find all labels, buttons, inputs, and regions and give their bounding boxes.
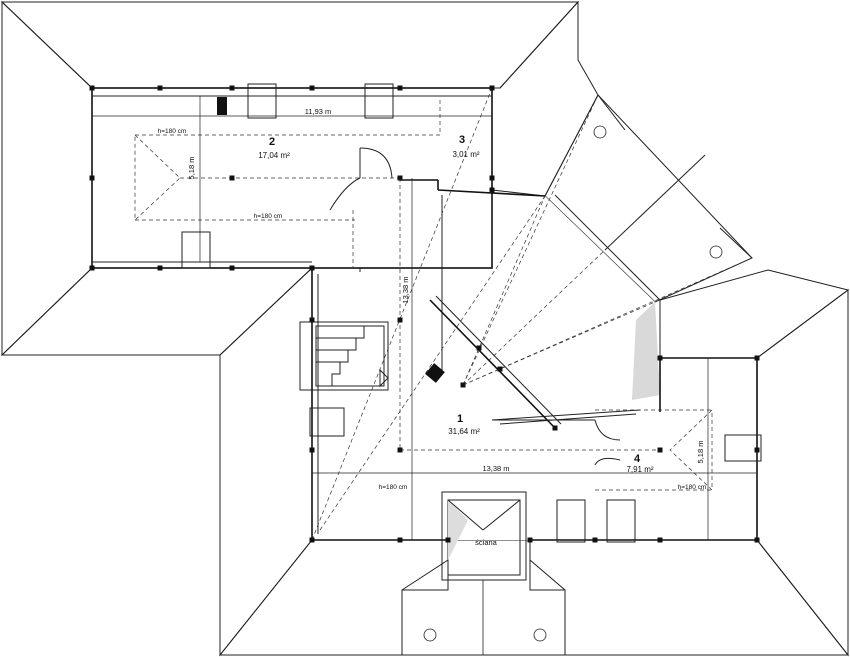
room-1-number: 1 xyxy=(457,413,463,425)
structural-post xyxy=(397,317,403,323)
structural-post xyxy=(309,537,315,543)
skylight-bottom-1 xyxy=(556,499,586,543)
structural-post xyxy=(157,85,163,91)
structural-post xyxy=(229,175,235,181)
structural-post xyxy=(476,345,482,351)
dim-top-length: 11,93 m xyxy=(305,107,332,116)
dim-right-width: 5,18 m xyxy=(696,441,705,464)
door-right xyxy=(594,419,621,466)
posts xyxy=(89,85,760,543)
dimension-lines xyxy=(92,96,757,540)
dormer-wall xyxy=(441,491,527,581)
structural-post xyxy=(89,265,95,271)
structural-post xyxy=(445,537,451,543)
structural-post xyxy=(309,447,315,453)
structural-post xyxy=(397,85,403,91)
dim-bottom-length: 13,38 m xyxy=(482,464,509,473)
structural-post xyxy=(497,366,503,372)
vent-icon-left xyxy=(423,628,437,642)
height-top-2: h=180 cm xyxy=(254,213,283,220)
dimension-labels: 11,93 m 5,18 m 13,38 m 13,38 m 5,18 m h=… xyxy=(158,107,707,547)
room-labels: 1 31,64 m² 2 17,04 m² 3 3,01 m² 4 7,91 m… xyxy=(258,134,654,474)
structural-post xyxy=(754,447,760,453)
structural-post xyxy=(460,382,466,388)
door-top xyxy=(329,147,393,211)
room-2-area: 17,04 m² xyxy=(258,151,290,160)
vent-icon-right xyxy=(533,628,547,642)
structural-post xyxy=(397,447,403,453)
dim-top-width: 5,18 m xyxy=(187,157,196,180)
dim-center-depth: 13,38 m xyxy=(401,276,410,303)
structural-post xyxy=(489,85,495,91)
structural-post xyxy=(309,265,315,271)
height-bottom-1: h=180 cm xyxy=(379,484,408,491)
structural-post xyxy=(754,537,760,543)
skylights xyxy=(181,83,762,543)
skylight-top-2 xyxy=(364,83,394,119)
structural-post xyxy=(489,175,495,181)
dormer-roof xyxy=(401,539,566,656)
room-2-number: 2 xyxy=(269,136,275,148)
height-bottom-2: h=180 cm xyxy=(678,484,707,491)
vent-icon-top xyxy=(593,125,607,139)
structural-post xyxy=(657,447,663,453)
skylight-bottom-2 xyxy=(606,499,636,543)
vent-icon-wing xyxy=(709,245,723,259)
structural-post xyxy=(489,187,495,193)
structural-post xyxy=(754,355,760,361)
staircase xyxy=(299,321,389,391)
structural-post xyxy=(397,537,403,543)
structural-post xyxy=(229,85,235,91)
structural-post xyxy=(229,265,235,271)
skylight-top-1 xyxy=(247,83,277,119)
structural-post xyxy=(592,537,598,543)
skylight-mid xyxy=(309,407,345,437)
structural-post xyxy=(89,175,95,181)
structural-post xyxy=(657,355,663,361)
skylight-left xyxy=(181,231,211,269)
dashed-guides xyxy=(134,87,753,541)
structural-post xyxy=(527,537,533,543)
room-4-number: 4 xyxy=(634,453,641,465)
room-1-area: 31,64 m² xyxy=(448,427,480,436)
structural-post xyxy=(309,317,315,323)
structural-post xyxy=(657,537,663,543)
room-3-area: 3,01 m² xyxy=(452,150,479,159)
wall-label: ściana xyxy=(475,538,498,547)
skylight-right xyxy=(724,434,762,462)
interior-floor xyxy=(92,88,757,540)
structural-post xyxy=(157,265,163,271)
chimney-center xyxy=(425,363,445,383)
structural-post xyxy=(89,85,95,91)
room-3-number: 3 xyxy=(459,134,465,146)
chimney-top xyxy=(217,97,227,115)
structural-post xyxy=(309,85,315,91)
height-top-1: h=180 cm xyxy=(158,128,187,135)
room-4-area: 7,91 m² xyxy=(626,465,653,474)
structural-post xyxy=(552,425,558,431)
structural-post xyxy=(397,175,403,181)
